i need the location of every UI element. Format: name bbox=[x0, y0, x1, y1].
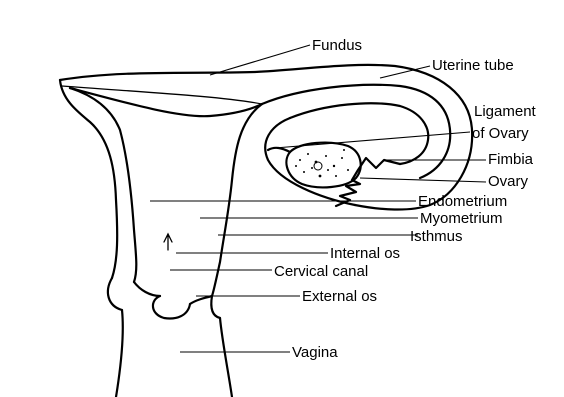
label-ligament-line1: Ligament bbox=[474, 103, 537, 120]
leader-fundus bbox=[210, 45, 310, 75]
label-vagina: Vagina bbox=[292, 344, 338, 361]
ovary-follicles bbox=[295, 149, 349, 177]
uterine-cavity-left bbox=[70, 88, 136, 282]
label-isthmus: Isthmus bbox=[410, 228, 463, 245]
cervix-right bbox=[211, 296, 220, 318]
label-cervical-canal: Cervical canal bbox=[274, 263, 368, 280]
label-ovary: Ovary bbox=[488, 173, 529, 190]
ovary-shape bbox=[286, 143, 360, 188]
label-external-os: External os bbox=[302, 288, 377, 305]
uterine-cavity-right bbox=[212, 104, 262, 296]
cervix-left bbox=[108, 278, 122, 310]
external-os-bulb bbox=[153, 296, 190, 318]
uterus-left-wall bbox=[60, 80, 117, 278]
label-fimbia: Fimbia bbox=[488, 151, 534, 168]
leader-ovary bbox=[360, 178, 486, 182]
fimbriae bbox=[336, 158, 400, 206]
leader-ligament bbox=[275, 132, 470, 148]
label-fundus: Fundus bbox=[312, 37, 362, 54]
label-endometrium: Endometrium bbox=[418, 193, 507, 210]
label-internal-os: Internal os bbox=[330, 245, 400, 262]
cervix-inner-right bbox=[190, 296, 212, 304]
vagina-right-wall bbox=[220, 318, 232, 397]
ligament-of-ovary bbox=[268, 148, 290, 152]
internal-os-arrow bbox=[164, 234, 172, 250]
cervix-inner-left bbox=[134, 282, 160, 296]
uterus-right-wall bbox=[265, 118, 355, 205]
ovary-follicle-large bbox=[314, 162, 322, 170]
label-myometrium: Myometrium bbox=[420, 210, 503, 227]
vagina-left-wall bbox=[116, 310, 123, 397]
label-uterine-tube: Uterine tube bbox=[432, 57, 514, 74]
label-ligament-line2: of Ovary bbox=[472, 125, 529, 142]
uterine-tube-outer bbox=[262, 85, 450, 178]
